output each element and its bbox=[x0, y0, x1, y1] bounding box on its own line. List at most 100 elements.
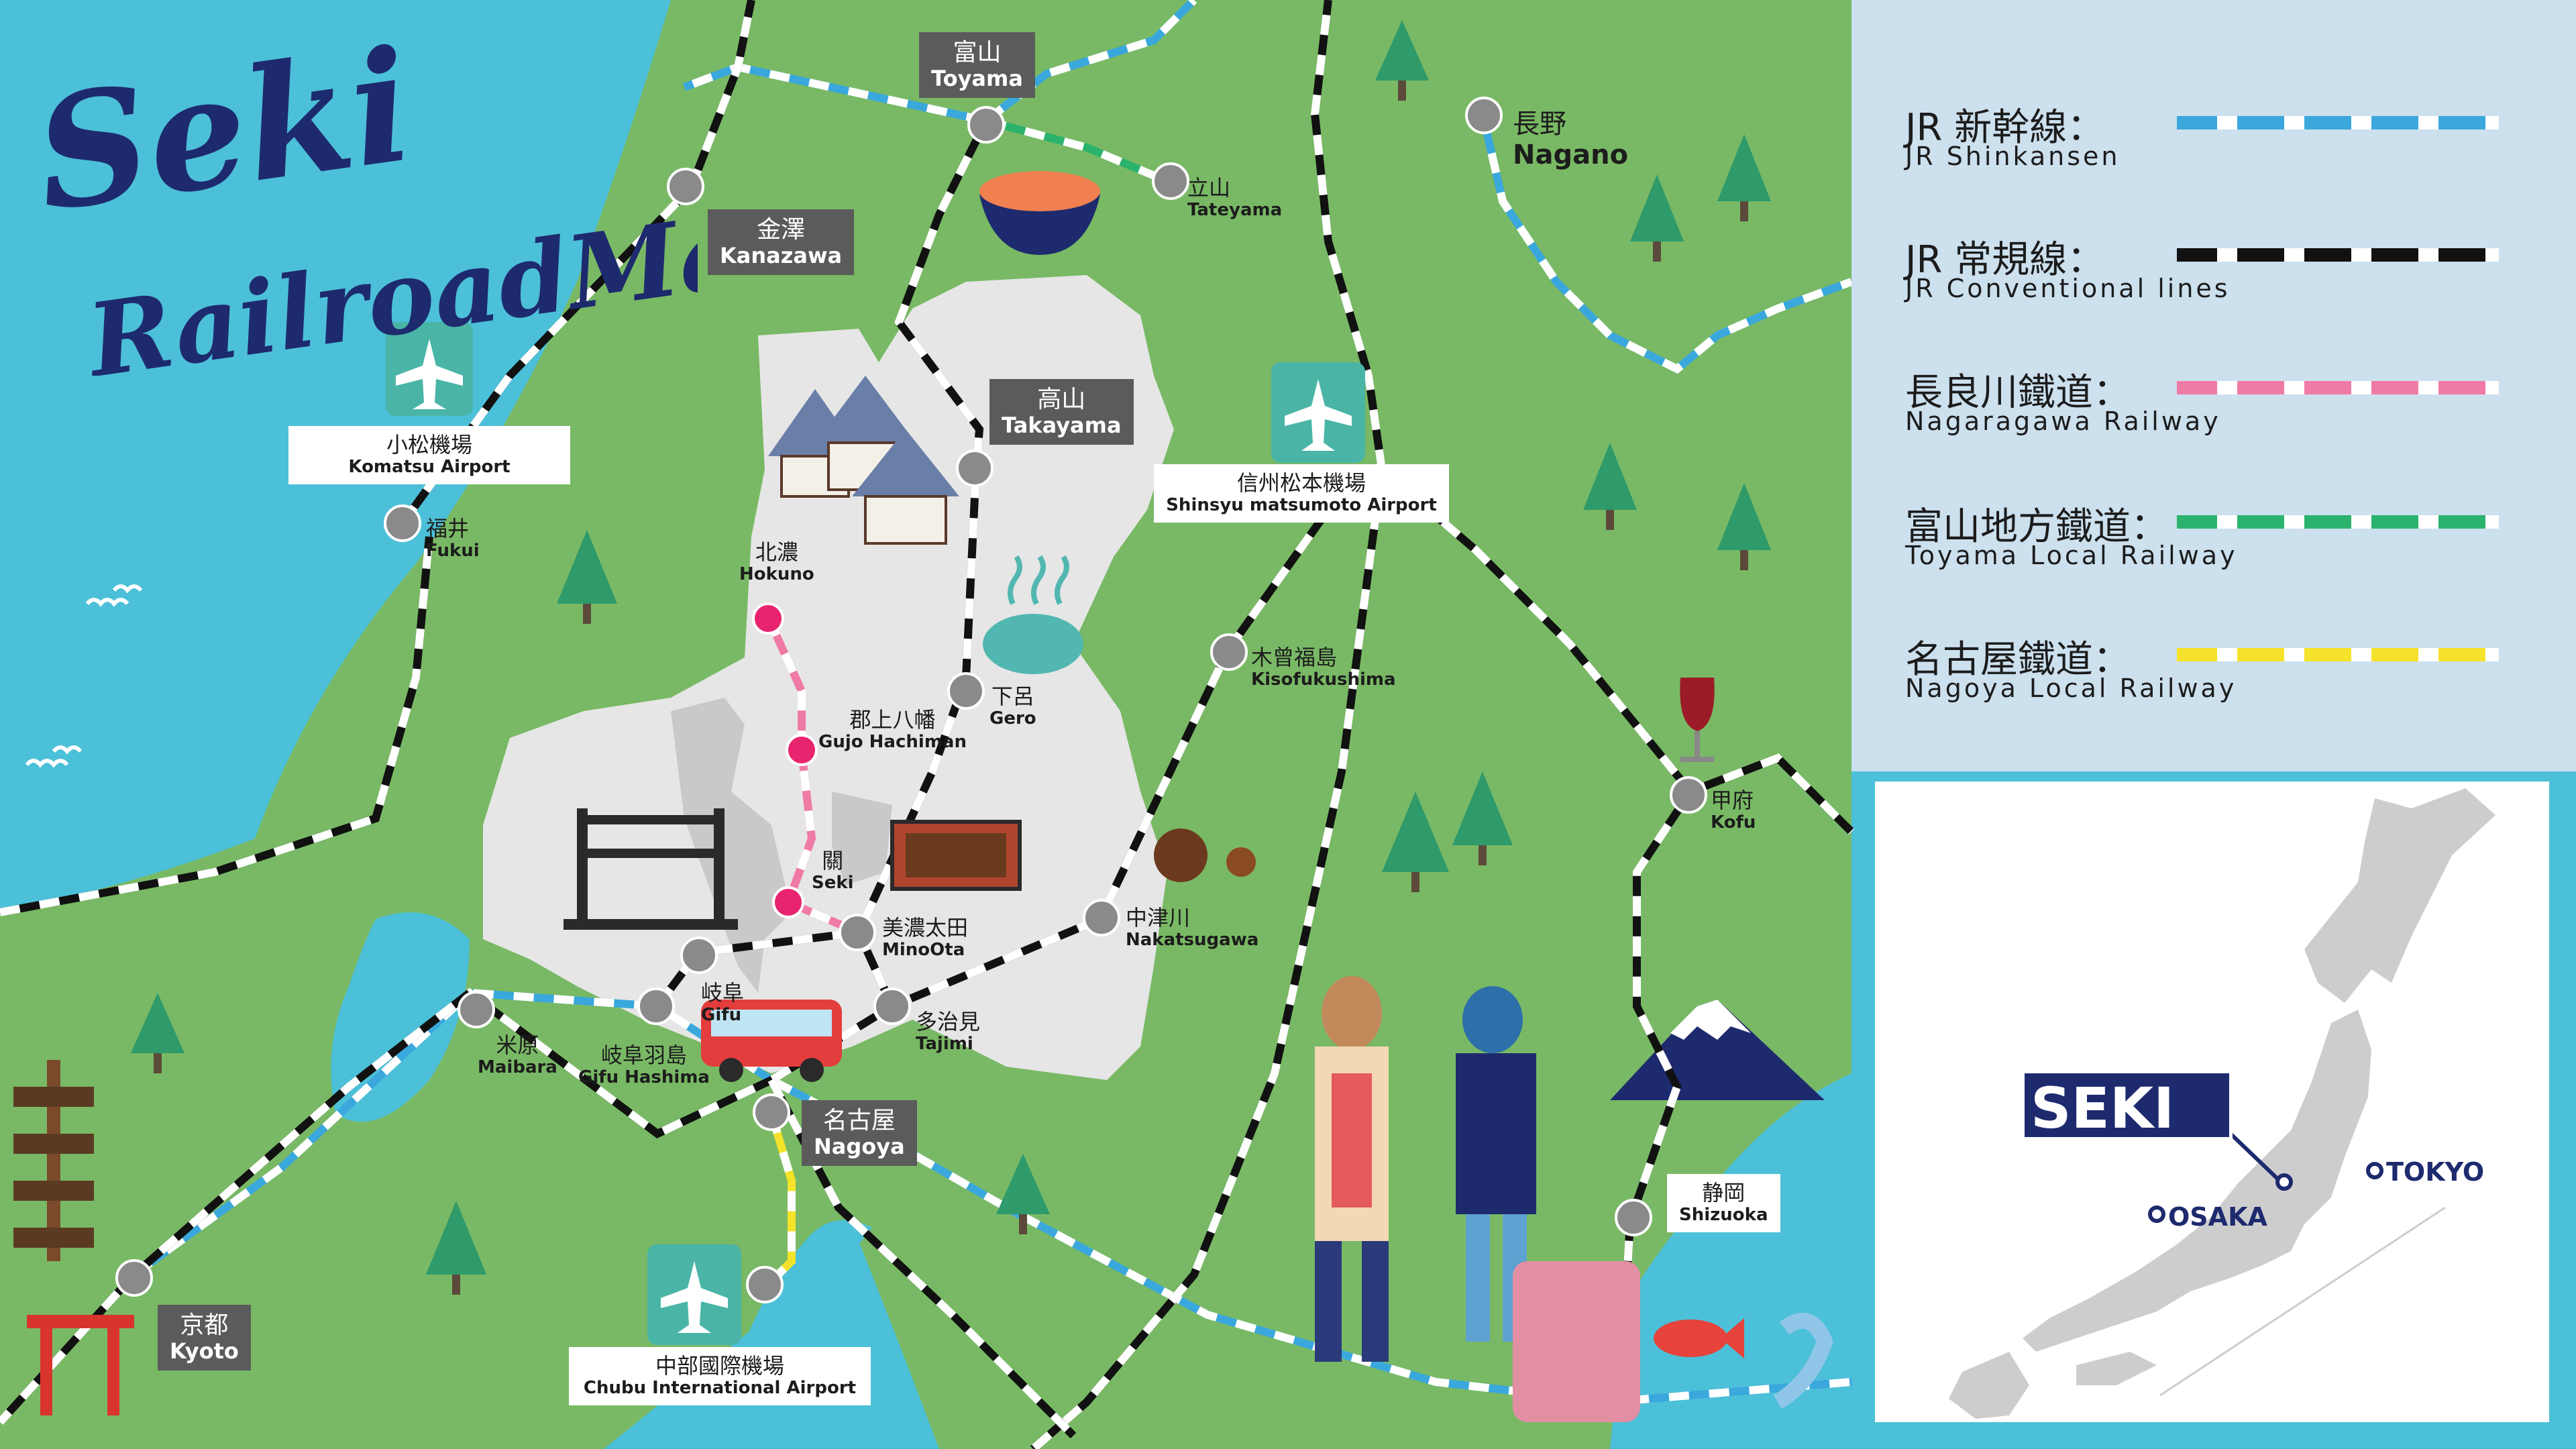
airport-icon-komatsu bbox=[386, 322, 473, 416]
label-kanazawa-en: Kanazawa bbox=[720, 243, 843, 269]
label-tajimi-en: Tajimi bbox=[916, 1033, 973, 1054]
label-tateyama-jp: 立山 bbox=[1187, 175, 1231, 201]
label-minoota-en: MinoOta bbox=[882, 939, 965, 960]
unagi-box-icon bbox=[890, 820, 1022, 891]
label-maibara-jp: 米原 bbox=[496, 1032, 539, 1058]
bus-icon bbox=[701, 1000, 842, 1082]
label-tajimi[interactable]: 多治見 Tajimi bbox=[916, 1010, 980, 1055]
label-toyama-jp: 富山 bbox=[953, 39, 1002, 66]
label-gifu[interactable]: 岐阜 Gifu bbox=[701, 981, 744, 1026]
chestnut-icon bbox=[1154, 828, 1256, 882]
legend-jp: JR 新幹線： bbox=[1905, 106, 2105, 150]
label-komatsu-airport[interactable]: 小松機場 Komatsu Airport bbox=[288, 426, 570, 484]
dot-unnamed[interactable] bbox=[680, 936, 718, 974]
dot-hokuno[interactable] bbox=[752, 602, 784, 635]
osaka-label: OSAKA bbox=[2168, 1202, 2267, 1232]
label-gifu-jp: 岐阜 bbox=[701, 980, 745, 1006]
label-gifuhashima[interactable]: 岐阜羽島 Gifu Hashima bbox=[578, 1043, 710, 1088]
label-nagano[interactable]: 長野 Nagano bbox=[1513, 109, 1628, 170]
shikoku-shape bbox=[2076, 1352, 2157, 1385]
label-komatsu-jp: 小松機場 bbox=[386, 432, 472, 458]
label-maibara[interactable]: 米原 Maibara bbox=[478, 1033, 557, 1078]
label-chubu-airport[interactable]: 中部國際機場 Chubu International Airport bbox=[569, 1347, 871, 1405]
label-shizuoka[interactable]: 静岡 Shizuoka bbox=[1667, 1174, 1780, 1232]
label-kyoto-en: Kyoto bbox=[170, 1338, 239, 1364]
label-minoota[interactable]: 美濃太田 MinoOta bbox=[882, 916, 968, 961]
dot-nakatsugawa[interactable] bbox=[1083, 899, 1120, 936]
label-kofu[interactable]: 甲府 Kofu bbox=[1711, 788, 1756, 833]
label-gujo[interactable]: 郡上八幡 Gujo Hachiman bbox=[818, 708, 967, 753]
label-tajimi-jp: 多治見 bbox=[916, 1009, 981, 1034]
label-toyama[interactable]: 富山 Toyama bbox=[919, 32, 1035, 99]
legend-item-nagaragawa: 長良川鐵道： Nagaragawa Railway bbox=[1905, 362, 2536, 463]
legend-item-conventional: JR 常規線： JR Conventional lines bbox=[1905, 229, 2536, 330]
dot-maibara[interactable] bbox=[458, 991, 495, 1028]
dot-gifu[interactable] bbox=[637, 987, 675, 1025]
airport-icon-chubu bbox=[647, 1244, 741, 1345]
dot-tajimi[interactable] bbox=[873, 987, 911, 1025]
dot-tateyama[interactable] bbox=[1152, 162, 1189, 200]
legend-en: JR Conventional lines bbox=[1905, 274, 2231, 303]
label-seki[interactable]: 關 Seki bbox=[812, 849, 854, 894]
label-tateyama[interactable]: 立山 Tateyama bbox=[1187, 176, 1282, 221]
label-kisofukushima[interactable]: 木曾福島 Kisofukushima bbox=[1251, 645, 1396, 690]
onsen-icon bbox=[983, 555, 1083, 674]
legend-line-conventional bbox=[2177, 248, 2499, 262]
dot-gero[interactable] bbox=[947, 672, 985, 710]
legend-en: Nagoya Local Railway bbox=[1905, 674, 2237, 703]
seki-pointer bbox=[2229, 1132, 2279, 1181]
dot-minoota[interactable] bbox=[839, 914, 876, 951]
label-takayama-jp: 高山 bbox=[1037, 386, 1086, 413]
dot-chubu[interactable] bbox=[746, 1266, 784, 1303]
dot-toyama[interactable] bbox=[967, 106, 1005, 144]
dot-seki[interactable] bbox=[772, 886, 804, 918]
label-nakatsugawa[interactable]: 中津川 Nakatsugawa bbox=[1126, 906, 1258, 951]
label-nagoya[interactable]: 名古屋 Nagoya bbox=[802, 1100, 917, 1167]
dot-nagoya[interactable] bbox=[753, 1093, 790, 1131]
legend-en: Nagaragawa Railway bbox=[1905, 407, 2221, 436]
dot-nagano[interactable] bbox=[1465, 97, 1503, 134]
label-matsumoto-jp: 信州松本機場 bbox=[1236, 470, 1366, 496]
label-nagoya-en: Nagoya bbox=[814, 1134, 905, 1160]
label-fukui-en: Fukui bbox=[426, 540, 480, 561]
label-takayama[interactable]: 高山 Takayama bbox=[989, 379, 1134, 445]
label-gifu-en: Gifu bbox=[701, 1004, 742, 1025]
label-toyama-en: Toyama bbox=[931, 66, 1023, 92]
label-kofu-jp: 甲府 bbox=[1711, 788, 1754, 813]
label-fukui[interactable]: 福井 Fukui bbox=[426, 517, 480, 561]
label-matsumoto-en: Shinsyu matsumoto Airport bbox=[1166, 494, 1437, 515]
label-gujo-jp: 郡上八幡 bbox=[849, 707, 936, 733]
label-kanazawa-jp: 金澤 bbox=[757, 216, 806, 244]
dot-fukui[interactable] bbox=[384, 504, 421, 542]
label-gero-jp: 下呂 bbox=[991, 684, 1034, 709]
dot-kanazawa[interactable] bbox=[667, 168, 704, 205]
dot-kisofukushima[interactable] bbox=[1210, 633, 1248, 671]
seki-callout-label: SEKI bbox=[2031, 1075, 2175, 1141]
osaka-dot[interactable] bbox=[2148, 1205, 2165, 1223]
label-gero[interactable]: 下呂 Gero bbox=[989, 684, 1036, 729]
islands-divider bbox=[2159, 1206, 2446, 1397]
dot-gujo[interactable] bbox=[786, 734, 818, 766]
label-kyoto[interactable]: 京都 Kyoto bbox=[158, 1305, 251, 1371]
dot-kofu[interactable] bbox=[1670, 776, 1707, 814]
dot-takayama[interactable] bbox=[956, 449, 994, 487]
gassho-house-icons bbox=[768, 376, 959, 545]
kyushu-shape bbox=[1949, 1352, 2029, 1419]
legend-jp: 長良川鐵道： bbox=[1905, 371, 2131, 415]
label-hokuno[interactable]: 北濃 Hokuno bbox=[739, 540, 814, 585]
label-takayama-en: Takayama bbox=[1002, 413, 1122, 439]
label-nagano-jp: 長野 bbox=[1513, 109, 1566, 140]
seki-dot[interactable] bbox=[2275, 1173, 2293, 1191]
legend-en: Toyama Local Railway bbox=[1905, 541, 2238, 570]
legend-line-nagoya-local bbox=[2177, 648, 2499, 661]
label-seki-en: Seki bbox=[812, 872, 854, 893]
label-hokuno-jp: 北濃 bbox=[755, 539, 798, 565]
label-kanazawa[interactable]: 金澤 Kanazawa bbox=[708, 209, 855, 276]
map-title: Seki RailroadMap bbox=[27, 27, 698, 376]
dot-kyoto[interactable] bbox=[115, 1259, 153, 1297]
dot-shizuoka[interactable] bbox=[1615, 1199, 1652, 1236]
label-matsumoto-airport[interactable]: 信州松本機場 Shinsyu matsumoto Airport bbox=[1154, 464, 1449, 523]
tokyo-dot[interactable] bbox=[2366, 1162, 2383, 1179]
